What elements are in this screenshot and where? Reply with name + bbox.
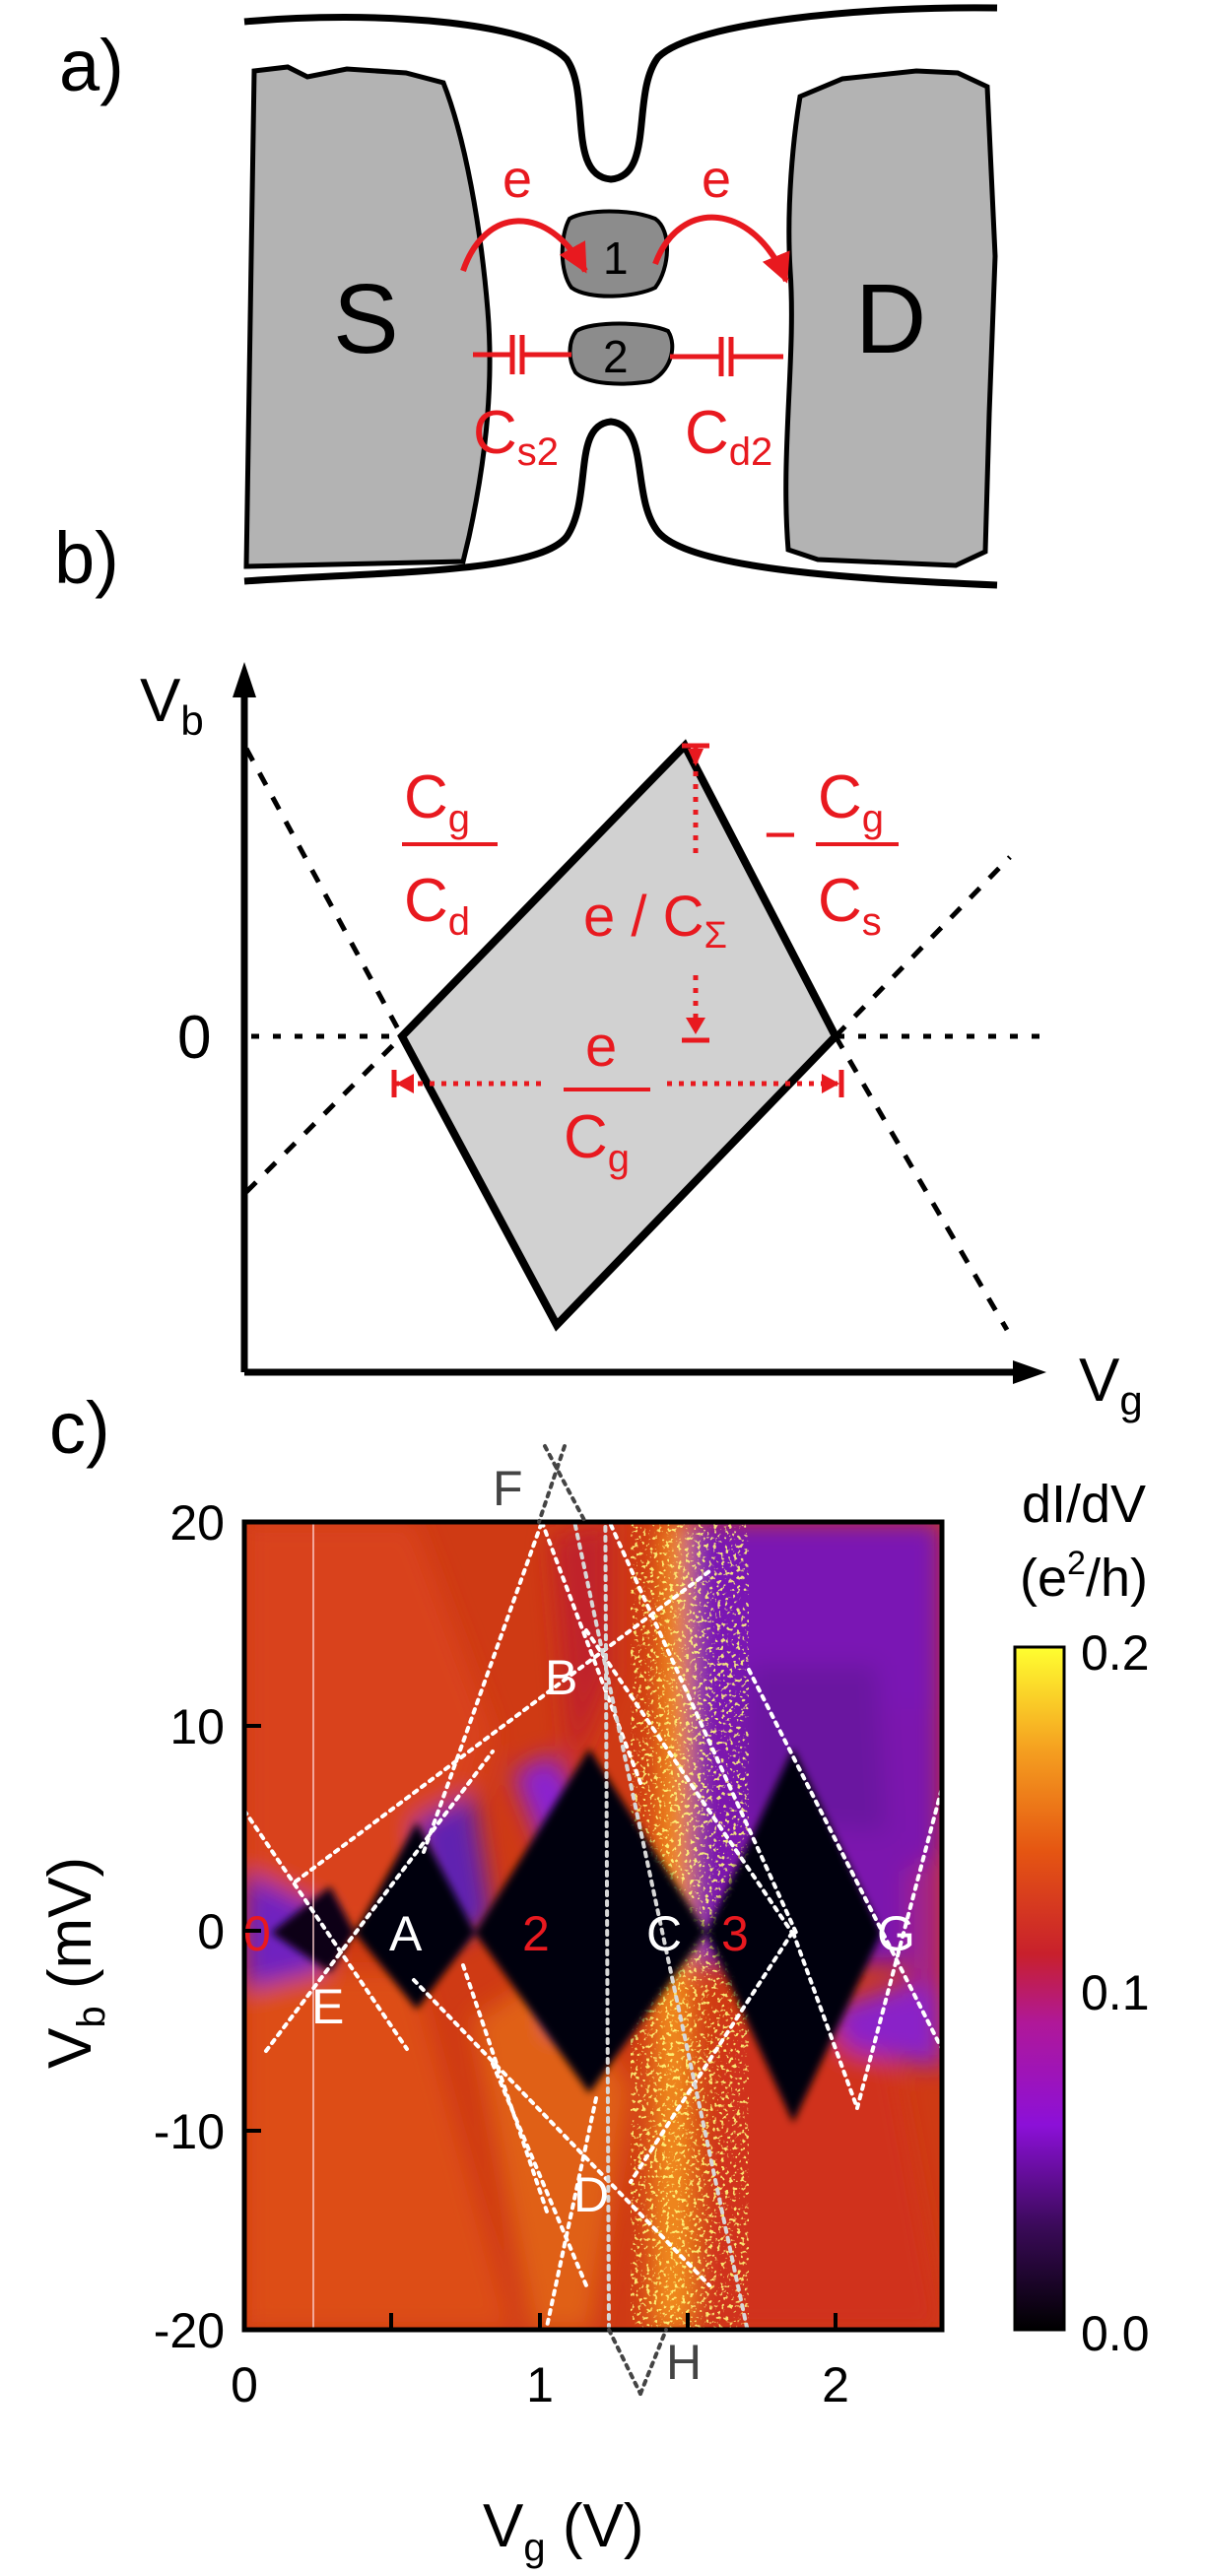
svg-text:Cg: Cg <box>818 763 884 840</box>
colorbar-title: dI/dV <box>1022 1475 1146 1534</box>
map-frame <box>241 1519 945 2333</box>
point-label-e: E <box>311 1979 344 2034</box>
slope-right-label: − Cg Cs <box>764 763 899 944</box>
source-capacitor <box>473 335 571 374</box>
y-tick-label: 20 <box>169 1495 225 1551</box>
slope-left-label: Cg Cd <box>402 763 498 944</box>
colorbar-tick-label: 0.1 <box>1081 1965 1150 2020</box>
dashed-line-left-up <box>244 1034 404 1194</box>
point-label-g: G <box>877 1906 915 1961</box>
y-tick-label: 10 <box>169 1699 225 1754</box>
occupancy-label-2: 2 <box>522 1906 550 1961</box>
y-ticks: 20 10 0 -10 -20 <box>154 1495 261 2358</box>
colorbar-tick-label: 0.0 <box>1081 2306 1150 2361</box>
panel-b: b) Vb Vg 0 Cg Cd − Cg Cs <box>54 517 1143 1423</box>
cap-source-label: Cs2 <box>473 399 559 474</box>
svg-text:e / CΣ: e / CΣ <box>583 885 727 957</box>
drain-lead <box>783 68 998 568</box>
electron-label-right: e <box>702 150 731 209</box>
drain-capacitor <box>670 337 783 376</box>
x-ticks: 0 1 2 <box>231 2313 849 2412</box>
gate-outline-bottom <box>243 418 998 589</box>
charging-energy-indicator: e / CΣ <box>583 743 727 1043</box>
panel-c-label: c) <box>49 1387 110 1469</box>
point-label-d: D <box>573 2167 609 2222</box>
electron-label-left: e <box>502 150 532 209</box>
gate-outline-top <box>243 4 998 183</box>
y-axis-arrowhead <box>233 662 256 697</box>
dashed-line-left-down <box>243 747 405 1038</box>
point-label-b: B <box>545 1650 577 1705</box>
dot-2-label: 2 <box>603 331 629 382</box>
y-axis-title: Vb (mV) <box>36 1857 113 2069</box>
tunneling-arrow-out <box>652 214 790 284</box>
occupancy-label-0: 0 <box>243 1906 271 1961</box>
point-label-a: A <box>389 1906 423 1961</box>
svg-text:Cd: Cd <box>404 867 470 944</box>
svg-text:e: e <box>585 1015 617 1079</box>
x-axis-label: Vg <box>1079 1347 1143 1423</box>
colorbar: dI/dV (e2/h) 0.2 0.1 0.0 <box>1013 1475 1150 2361</box>
x-tick-label: 0 <box>231 2357 258 2412</box>
occupancy-label-3: 3 <box>721 1906 749 1961</box>
zero-label: 0 <box>177 1004 211 1072</box>
dashed-line-right-down <box>833 1034 1010 1332</box>
source-label: S <box>333 264 399 374</box>
dot-1-label: 1 <box>603 232 629 284</box>
panel-b-label: b) <box>54 517 119 599</box>
svg-text:Cg: Cg <box>404 763 470 840</box>
cap-drain-label: Cd2 <box>685 399 772 474</box>
x-axis-arrowhead <box>1013 1360 1046 1384</box>
x-axis-title: Vg (V) <box>483 2492 643 2569</box>
y-tick-label: -10 <box>154 2104 225 2159</box>
point-label-h: H <box>666 2335 702 2390</box>
x-tick-label: 1 <box>526 2357 554 2412</box>
panel-a-label: a) <box>59 25 124 106</box>
svg-text:Cs: Cs <box>818 867 882 944</box>
svg-text:−: − <box>764 803 797 867</box>
svg-text:Cg: Cg <box>564 1103 630 1180</box>
conductance-map <box>244 1522 942 2330</box>
drain-label: D <box>855 264 926 374</box>
y-tick-label: 0 <box>197 1904 225 1959</box>
y-axis-label: Vb <box>140 667 204 744</box>
panel-c: c) <box>36 1387 1150 2569</box>
point-label-f: F <box>493 1461 523 1516</box>
colorbar-unit: (e2/h) <box>1020 1545 1148 1608</box>
diamond-edges <box>244 1522 942 2330</box>
y-tick-label: -20 <box>154 2303 225 2358</box>
panel-a: a) S D 1 2 e e Cs2 Cd2 <box>59 4 998 589</box>
x-tick-label: 2 <box>822 2357 849 2412</box>
coulomb-diamond <box>397 739 840 1332</box>
source-lead <box>243 64 493 569</box>
gate-period-indicator: e Cg <box>391 1015 844 1180</box>
quantum-dot-2 <box>568 321 675 386</box>
tunneling-arrow-in <box>460 218 588 274</box>
colorbar-tick-label: 0.2 <box>1081 1625 1150 1681</box>
point-label-c: C <box>646 1906 682 1961</box>
